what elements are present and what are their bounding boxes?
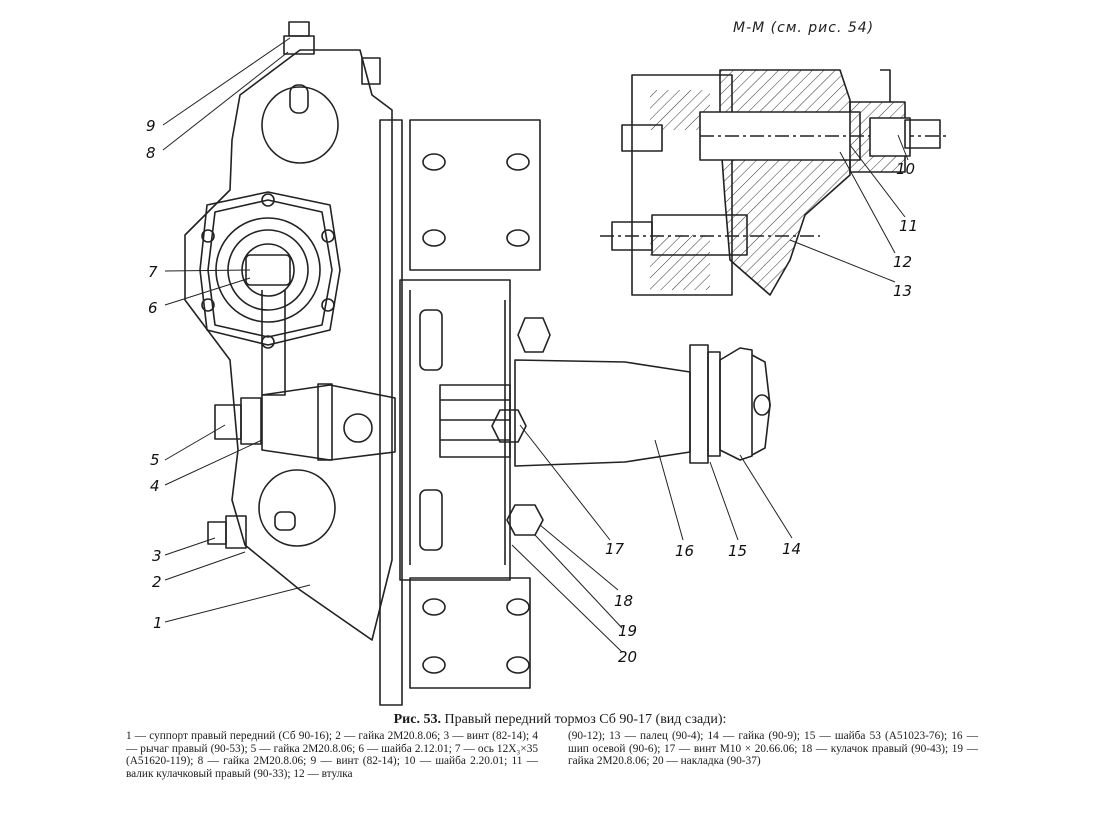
callout-12: 12 [893, 253, 913, 271]
caption-prefix: Рис. 53. [393, 712, 441, 727]
caliper-body [184, 21, 396, 641]
section-view [600, 69, 950, 296]
callout-19: 19 [618, 622, 638, 640]
callout-10: 10 [896, 160, 916, 178]
callout-15: 15 [728, 542, 748, 560]
callout-18: 18 [614, 592, 634, 610]
callout-8: 8 [146, 144, 156, 162]
callout-9: 9 [146, 117, 156, 135]
callout-6: 6 [148, 299, 158, 317]
center-plate [379, 119, 551, 706]
legend-left: 1 — суппорт правый передний (Сб 90-16); … [126, 730, 538, 780]
callout-3: 3 [152, 547, 162, 565]
callout-14: 14 [782, 540, 802, 558]
technical-drawing [162, 21, 950, 706]
figure-caption: Рис. 53. Правый передний тормоз Сб 90-17… [0, 712, 1120, 728]
callout-20: 20 [618, 648, 638, 666]
callout-2: 2 [152, 573, 162, 591]
callout-1: 1 [153, 614, 163, 632]
callout-13: 13 [893, 282, 913, 300]
caption-title: Правый передний тормоз Сб 90-17 (вид сза… [444, 712, 727, 727]
callout-5: 5 [150, 451, 160, 469]
leader-lines [162, 37, 909, 653]
section-label: М-М (см. рис. 54) [733, 20, 875, 36]
callout-16: 16 [675, 542, 695, 560]
callout-4: 4 [150, 477, 160, 495]
legend-right: (90-12); 13 — палец (90-4); 14 — гайка (… [568, 730, 978, 768]
callout-11: 11 [899, 217, 919, 235]
axle-pin [514, 344, 771, 467]
callout-7: 7 [148, 263, 158, 281]
callout-17: 17 [605, 540, 625, 558]
